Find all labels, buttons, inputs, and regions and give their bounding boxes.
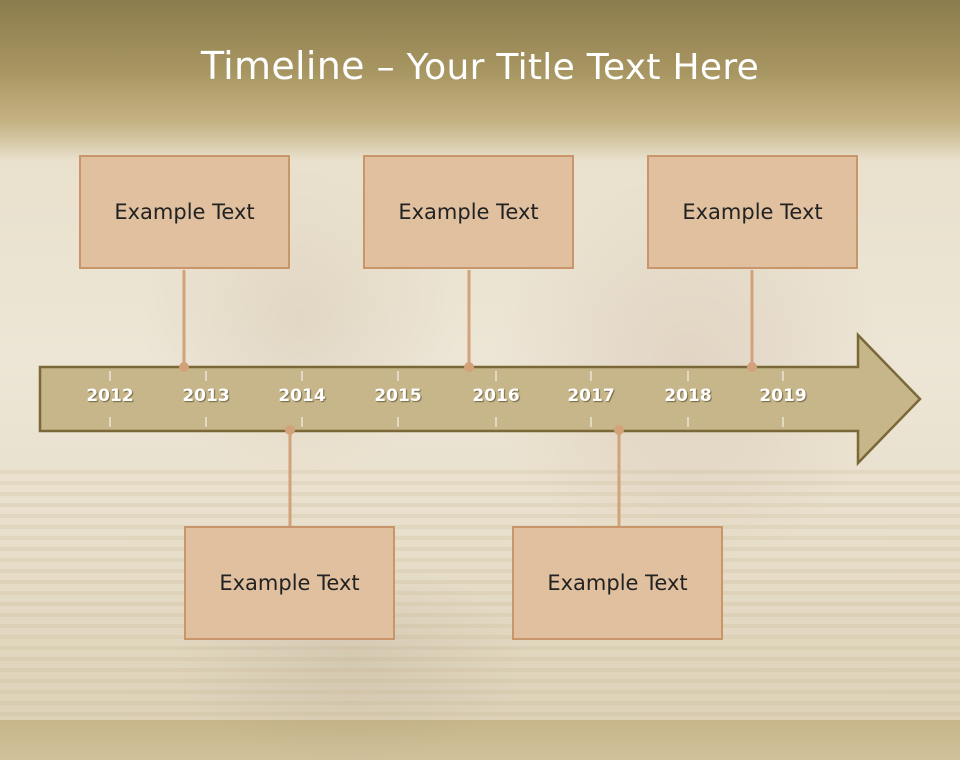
- title-lead: Timeline: [200, 44, 365, 88]
- year-label: 2013: [182, 386, 230, 406]
- year-label: 2012: [86, 386, 134, 406]
- year-label: 2019: [759, 386, 807, 406]
- tick-marks: [109, 371, 784, 427]
- event-box-text: Example Text: [219, 571, 360, 595]
- connector-dot: [614, 425, 624, 435]
- event-box-text: Example Text: [398, 200, 539, 224]
- slide-title[interactable]: Timeline – Your Title Text Here: [0, 44, 960, 88]
- year-label: 2018: [664, 386, 712, 406]
- connector-dot: [747, 362, 757, 372]
- event-box-bottom-1[interactable]: Example Text: [184, 526, 395, 640]
- event-box-text: Example Text: [682, 200, 823, 224]
- event-box-text: Example Text: [114, 200, 255, 224]
- bg-bamboo-mat: [0, 470, 960, 720]
- event-box-top-1[interactable]: Example Text: [79, 155, 290, 269]
- year-label: 2015: [374, 386, 422, 406]
- event-box-top-2[interactable]: Example Text: [363, 155, 574, 269]
- title-rest: – Your Title Text Here: [364, 47, 760, 88]
- connector-dot: [285, 425, 295, 435]
- connector-dot: [464, 362, 474, 372]
- year-label: 2017: [567, 386, 615, 406]
- event-box-bottom-2[interactable]: Example Text: [512, 526, 723, 640]
- year-label: 2014: [278, 386, 326, 406]
- connector-dot: [179, 362, 189, 372]
- year-label: 2016: [472, 386, 520, 406]
- timeline-arrow: [38, 331, 922, 467]
- event-box-top-3[interactable]: Example Text: [647, 155, 858, 269]
- header-band: [0, 0, 960, 160]
- timeline-graphic: [38, 270, 922, 526]
- event-box-text: Example Text: [547, 571, 688, 595]
